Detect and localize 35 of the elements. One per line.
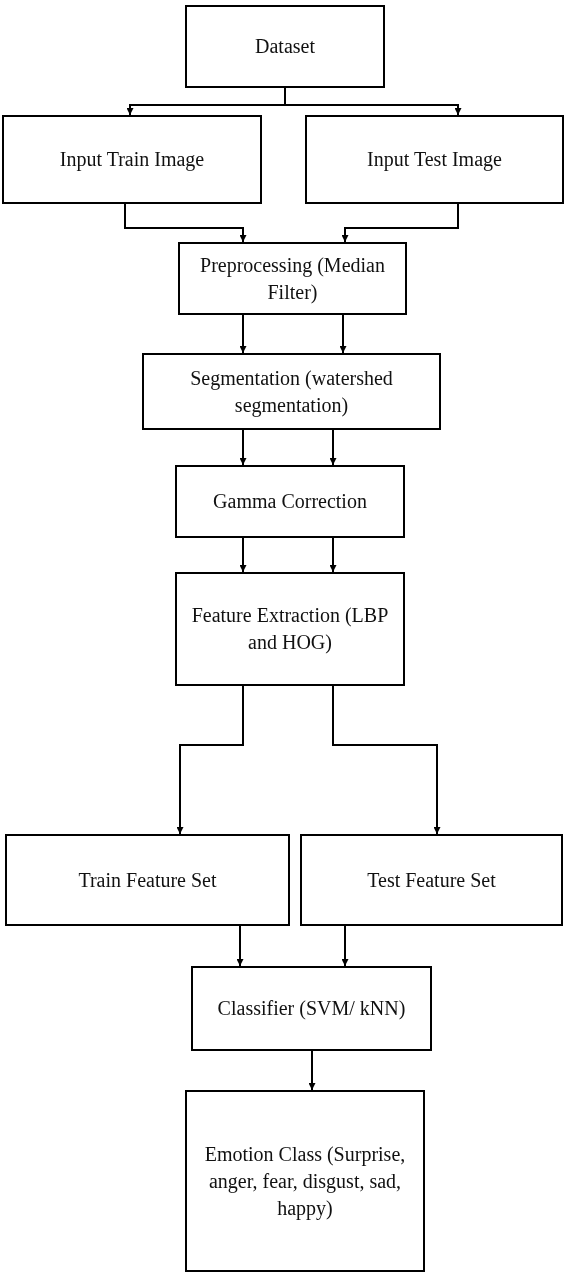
box-label: Dataset: [255, 34, 315, 59]
arrow: [339, 314, 347, 354]
arrow: [124, 203, 247, 243]
process-box: [300, 834, 563, 926]
arrow: [176, 685, 244, 835]
box-label: Train Feature Set: [78, 867, 217, 893]
process-box: [178, 242, 407, 315]
arrow: [329, 429, 337, 466]
process-box: [185, 1090, 425, 1272]
arrow: [329, 537, 337, 573]
box-label: Emotion Class (Surprise, anger, fear, disgust, sad, happy): [203, 1141, 407, 1222]
box-label: Segmentation (watershed segmentation): [189, 365, 394, 419]
arrow: [239, 429, 247, 466]
arrow: [341, 203, 459, 243]
process-box: [191, 966, 432, 1051]
process-box: [142, 353, 441, 430]
arrow: [236, 925, 244, 967]
box-label: Test Feature Set: [367, 867, 496, 893]
arrow: [239, 537, 247, 573]
box-label: Input Train Image: [59, 147, 205, 173]
process-box: [185, 5, 385, 88]
arrow: [239, 314, 247, 354]
box-label: Feature Extraction (LBP and HOG): [190, 603, 390, 656]
process-box: [5, 834, 290, 926]
arrow: [341, 925, 349, 967]
process-box: [2, 115, 262, 204]
arrow: [308, 1050, 316, 1091]
process-box: [175, 572, 405, 686]
box-label: Preprocessing (Median Filter): [199, 252, 386, 306]
box-label: Gamma Correction: [213, 489, 367, 514]
process-box: [305, 115, 564, 204]
box-label: Classifier (SVM/ kNN): [217, 996, 406, 1022]
box-label: Input Test Image: [367, 147, 502, 173]
process-box: [175, 465, 405, 538]
arrow: [332, 685, 441, 835]
